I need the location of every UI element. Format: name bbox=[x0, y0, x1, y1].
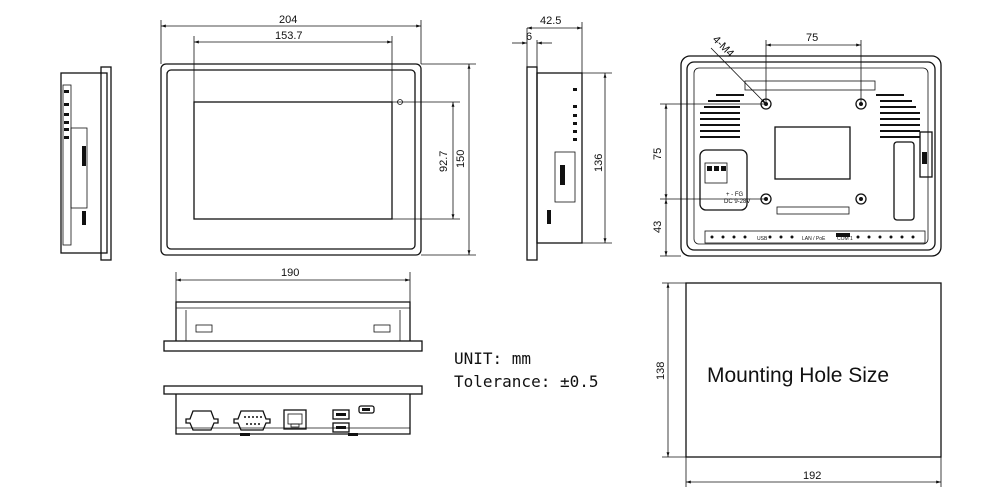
front-height-label: 150 bbox=[455, 150, 467, 168]
side-height-label: 136 bbox=[593, 154, 605, 172]
front-width-label: 204 bbox=[279, 14, 297, 26]
front-screen-height-label: 92.7 bbox=[438, 151, 450, 172]
rear-bottom-offset-label: 43 bbox=[652, 221, 664, 233]
port-ethernet bbox=[283, 409, 307, 430]
power-label-polarity: + - FG bbox=[726, 192, 744, 198]
rear-vents-left bbox=[700, 94, 744, 138]
top-width-label: 190 bbox=[281, 267, 299, 279]
port-power-switch bbox=[358, 405, 375, 414]
rear-vertical-spacing-label: 75 bbox=[652, 148, 664, 160]
power-label-voltage: DC 9-28V bbox=[724, 199, 750, 205]
side-bezel-label: 6 bbox=[526, 31, 532, 43]
rear-hole-spacing-label: 75 bbox=[806, 32, 818, 44]
port-serial-2 bbox=[233, 410, 271, 431]
port-label-usb: USB bbox=[757, 236, 768, 242]
port-label-com: COM 1 bbox=[837, 236, 853, 242]
rear-port-strip: USB LAN / PoE COM 1 bbox=[704, 230, 926, 244]
port-serial-1 bbox=[185, 410, 219, 431]
panel-cutout: Mounting Hole Size 138 192 bbox=[655, 282, 942, 487]
cutout-width-label: 192 bbox=[803, 470, 821, 482]
notes: UNIT: mm Tolerance: ±0.5 bbox=[454, 349, 599, 391]
cutout-title: Mounting Hole Size bbox=[707, 364, 889, 387]
side-depth-label: 42.5 bbox=[540, 15, 561, 27]
bottom-view bbox=[163, 385, 423, 436]
cutout-height-label: 138 bbox=[655, 362, 667, 380]
rear-vents-right bbox=[876, 94, 920, 138]
top-view: 190 bbox=[163, 267, 423, 352]
front-view: 204 153.7 92.7 150 bbox=[160, 14, 476, 256]
power-terminal: + - FG DC 9-28V bbox=[699, 149, 750, 211]
tolerance-note: Tolerance: ±0.5 bbox=[454, 372, 599, 391]
left-side-profile bbox=[60, 66, 112, 261]
unit-note: UNIT: mm bbox=[454, 349, 531, 368]
right-side-profile: 42.5 6 136 bbox=[512, 15, 612, 261]
rear-view: + - FG DC 9-28V USB LAN / PoE COM 1 75 4… bbox=[652, 32, 942, 257]
port-usb bbox=[332, 409, 350, 433]
port-label-lan: LAN / PoE bbox=[802, 236, 826, 242]
front-screen-width-label: 153.7 bbox=[275, 30, 303, 42]
